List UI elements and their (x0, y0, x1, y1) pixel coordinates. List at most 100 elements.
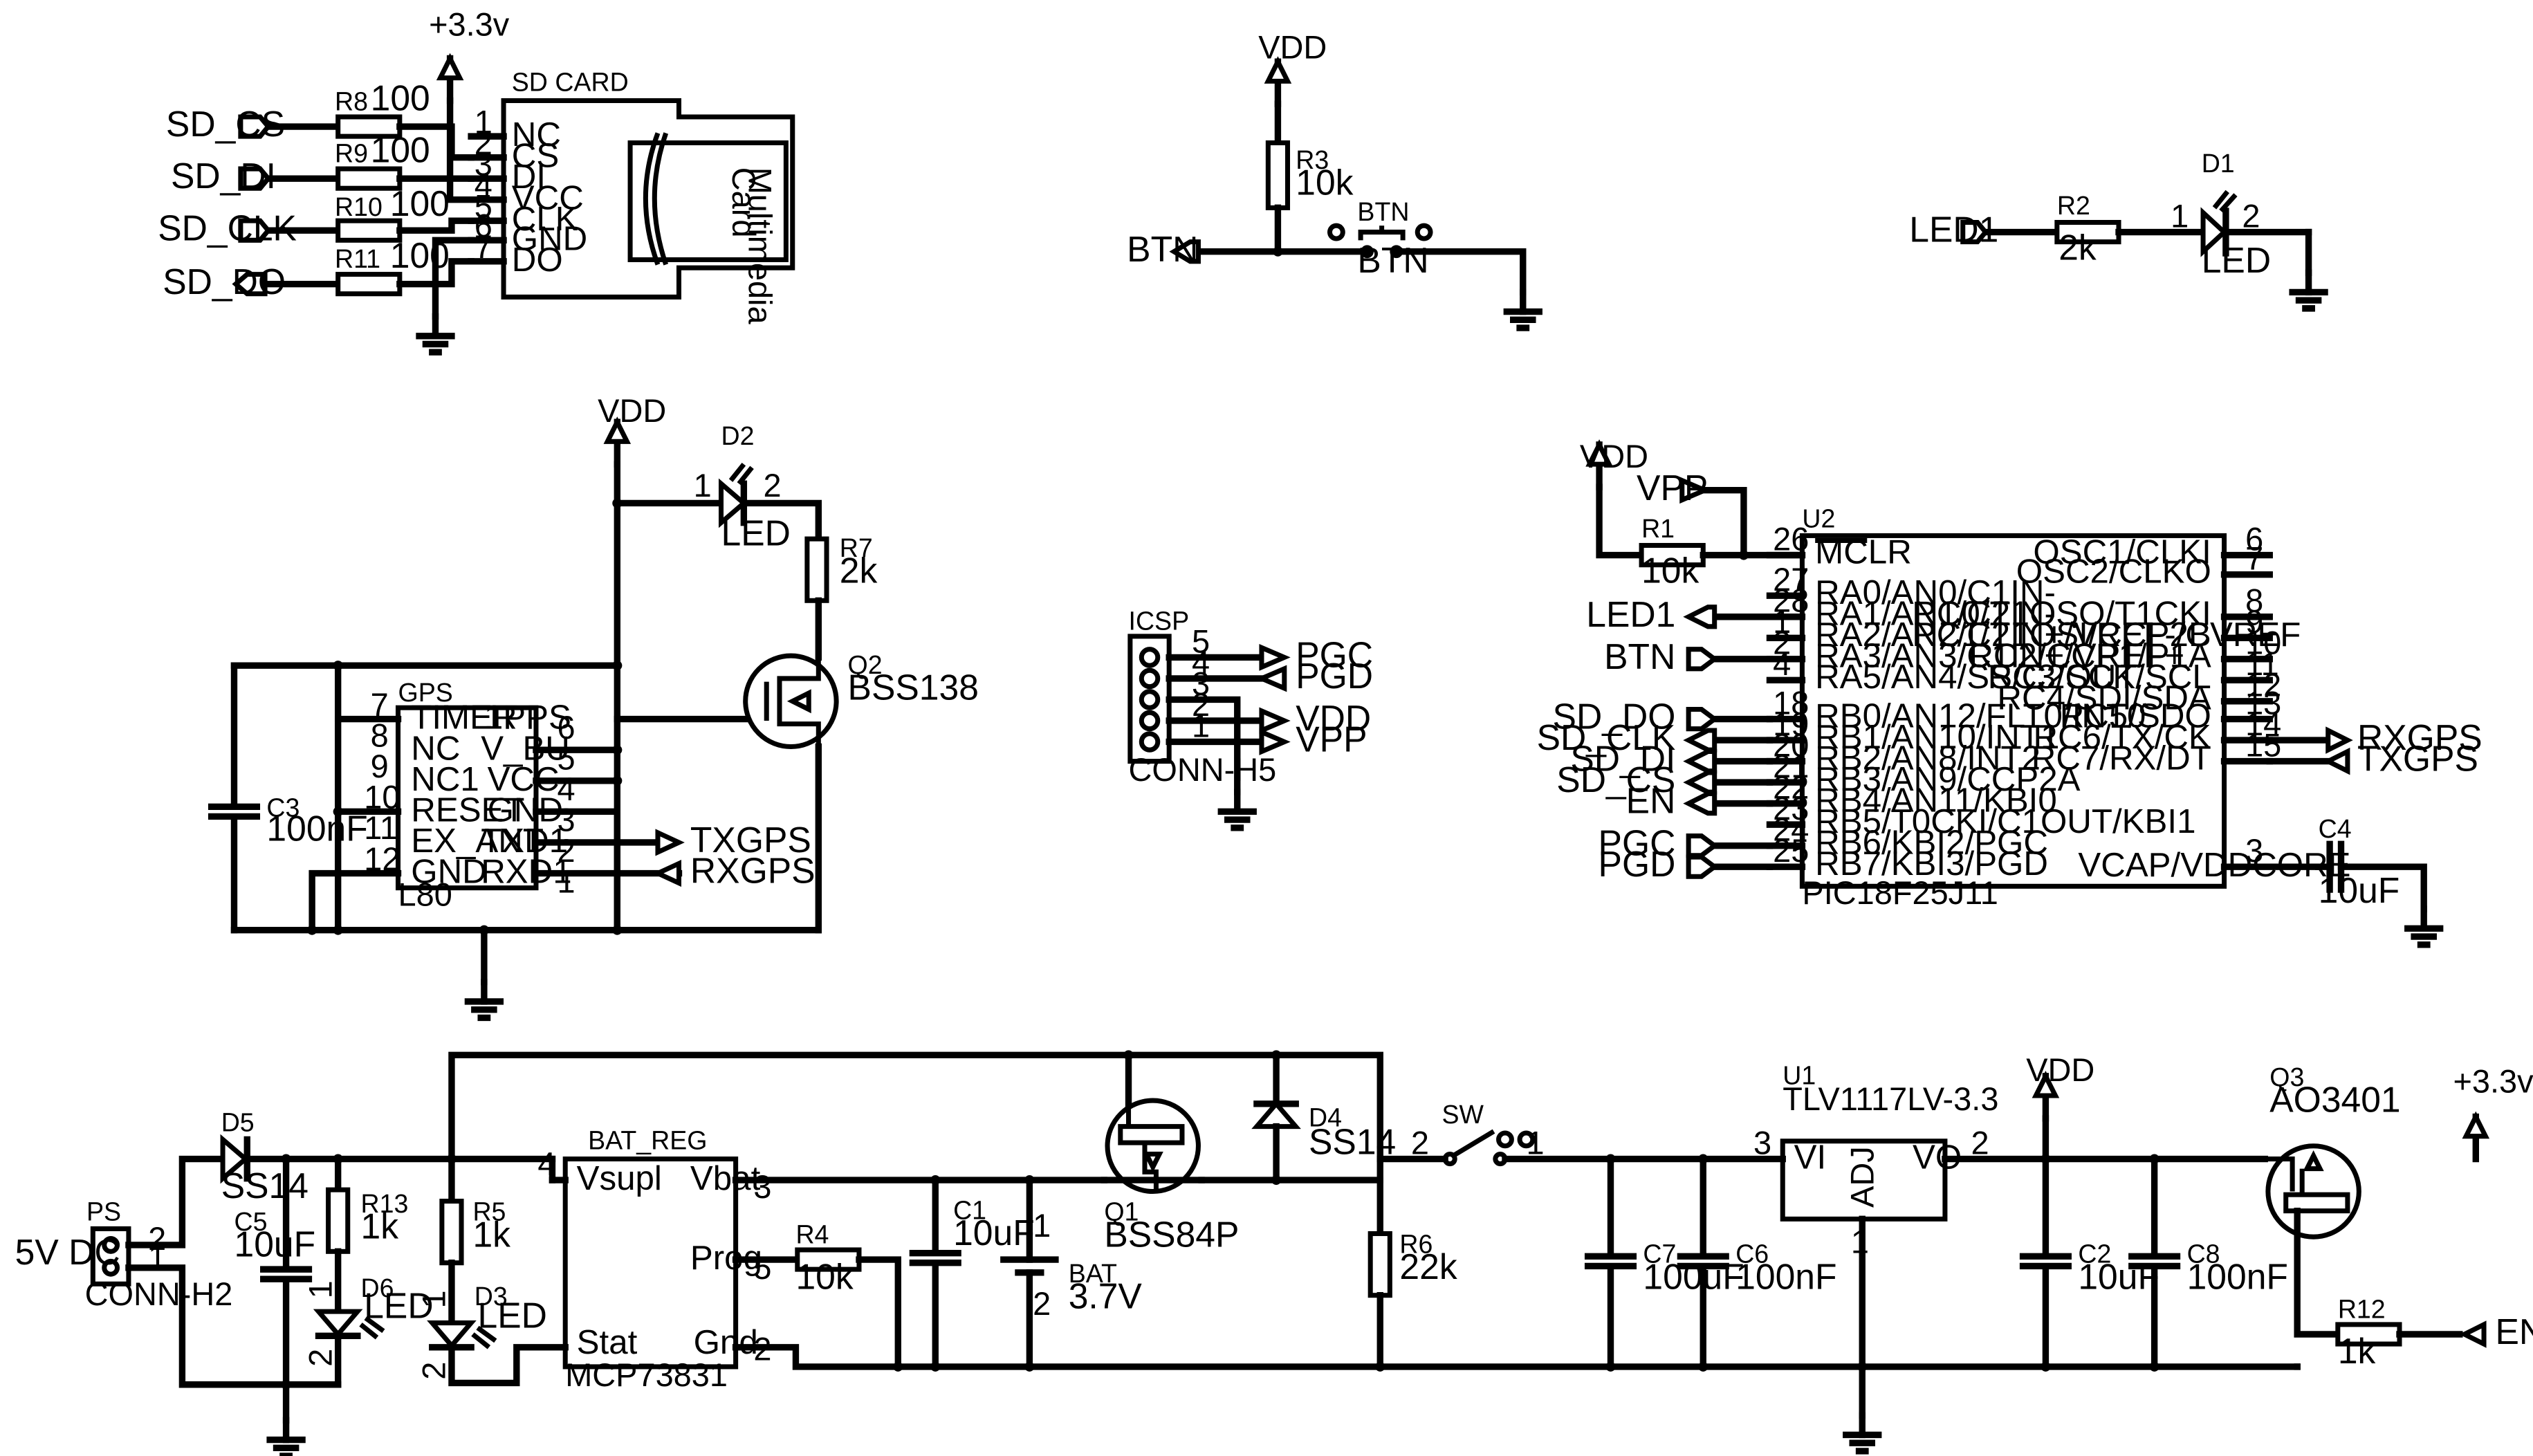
icsp-pin-num: 4 (1192, 645, 1210, 681)
mcu-pin-num: 2 (1773, 625, 1791, 661)
c2-value: 10uF (2078, 1256, 2159, 1296)
net-label: SD_CS (1556, 759, 1675, 800)
bat-reg-pin-num: 3 (753, 1169, 771, 1205)
bat-pin: 1 (1033, 1208, 1051, 1244)
d6-pin: 1 (302, 1280, 338, 1298)
net-label: PGD (1599, 844, 1676, 884)
u1-pin-vi: VI (1794, 1139, 1827, 1177)
mcu-pin-label: RB5/T0CKI/C1OUT/KBI1 (1815, 802, 2195, 840)
mcu-pin-num: 19 (1773, 706, 1809, 742)
mcu-pin-num: 13 (2245, 685, 2281, 721)
r10-ref: R10 (335, 192, 383, 221)
mcu-pin-num: 15 (2245, 728, 2281, 764)
c5-value: 10uF (234, 1224, 315, 1264)
sd-pin-cs: CS (512, 137, 559, 175)
mcu-pin-label: OSC2/CLKO (2016, 552, 2211, 590)
c7-ref: C7 (1643, 1240, 1676, 1269)
d2-value: LED (721, 513, 791, 553)
r12-ref: R12 (2338, 1295, 2386, 1324)
net-label-txgps: TXGPS (690, 820, 811, 860)
u2-part: PIC18F25J11 (1802, 875, 1998, 911)
net-label: BTN (1604, 636, 1675, 676)
net-arrow (2322, 747, 2350, 775)
c3-ref: C3 (266, 793, 300, 822)
d1-value: LED (2202, 240, 2271, 280)
mcu-pin-num: 22 (1773, 770, 1809, 806)
net-arrow (1683, 605, 1717, 629)
bat-reg-part: MCP73831 (565, 1357, 728, 1393)
icsp-pin-num: 3 (1192, 665, 1210, 701)
mcu-pin-num: 10 (2245, 625, 2281, 661)
sd-card-ref: SD CARD (512, 67, 629, 96)
net-label: TXGPS (2357, 739, 2478, 779)
gps-vdd-label: VDD (598, 393, 666, 429)
net-label: SD_DI (1570, 739, 1675, 779)
r1-value: 10k (1641, 550, 1699, 590)
d4-value: SS14 (1309, 1122, 1396, 1162)
mcu-pin-num: 6 (2245, 522, 2263, 557)
gps-part: L80 (398, 876, 452, 912)
c7-value: 100uF (1643, 1256, 1744, 1296)
r8-ref: R8 (335, 87, 368, 116)
c1-ref: C1 (953, 1195, 986, 1224)
net-arrow (1686, 647, 1719, 672)
net-label: PGC (1599, 823, 1676, 863)
gps-pin-num: 3 (557, 802, 575, 838)
net-label-pgc: PGC (1296, 634, 1373, 674)
sd-pin-num: 2 (475, 125, 492, 161)
btn-vdd-label: VDD (1258, 29, 1327, 65)
net-label-vdd: VDD (1296, 698, 1371, 738)
gps-pin-nc1: NC1 (411, 760, 479, 798)
net-label-pgd: PGD (1296, 656, 1373, 696)
r4-ref: R4 (795, 1220, 829, 1249)
sd-pin-num: 4 (475, 167, 492, 203)
icsp-pin-num: 5 (1192, 623, 1210, 659)
mcu-pin-num: 23 (1773, 791, 1809, 827)
r6-ref: R6 (1399, 1230, 1433, 1259)
net-label-btn: BTN (1127, 229, 1198, 269)
d2-pin: 1 (694, 468, 712, 504)
r1-ref: R1 (1641, 514, 1675, 543)
bat-reg-pin-stat: Stat (577, 1323, 638, 1361)
d1-pin2: 2 (2242, 199, 2260, 234)
mcu-pin-label: RB0/AN12/FLT0/INT0 (1815, 697, 2146, 735)
mcu-pin-num: 7 (2245, 541, 2263, 577)
mcu-pin-num: 25 (1773, 833, 1809, 869)
sd-card-block: +3.3v SD CARD Card Multimedia NC CS DI V… (158, 7, 795, 353)
r5-ref: R5 (472, 1197, 506, 1226)
gps-pin-num: 5 (557, 740, 575, 776)
u1-pin-adj: ADJ (1845, 1146, 1881, 1208)
net-arrow (1686, 706, 1719, 732)
gps-pin-num: 9 (371, 748, 389, 784)
net-arrow (1683, 728, 1717, 753)
sd-pin-stubs (468, 133, 507, 265)
d6-value: LED (364, 1286, 433, 1326)
v33-label: +3.3v (2453, 1063, 2533, 1099)
net-label-en: EN (2495, 1311, 2533, 1352)
mcu-pin-label: RC1/T1OSI/CCP2B (1912, 616, 2211, 654)
u1-ref: U1 (1783, 1061, 1816, 1090)
bat-reg-pin-vsupl: Vsupl (577, 1159, 662, 1197)
u1-pin-num: 3 (1753, 1125, 1771, 1161)
q2-ref: Q2 (848, 650, 883, 679)
mcu-pin-num: 3 (2245, 833, 2263, 869)
r7-value: 2k (840, 550, 878, 590)
sd-card-label-2: Multimedia (742, 167, 777, 325)
mcu-pin-label: RA2/AN2/C2IN+/VREF-/CVREF (1815, 616, 2301, 654)
mcu-pin-label: RB6/KBI2/PGC (1815, 823, 2048, 861)
mcu-pin-num: 26 (1773, 522, 1809, 557)
mcu-pin-num: 21 (1773, 748, 1809, 784)
bat-ref: BAT (1069, 1259, 1117, 1288)
net-label-vpp: VPP (1296, 719, 1367, 759)
mcu-pin-label: OSC1/CLKI (2033, 533, 2211, 571)
gps-pin-num: 6 (557, 710, 575, 746)
net-label: SD_CLK (1537, 717, 1676, 757)
r5-value: 1k (472, 1214, 510, 1254)
mcu-vdd-label: VDD (1580, 439, 1648, 474)
c8-value: 100nF (2187, 1256, 2288, 1296)
mcu-pin-label: RA1/AN1/C2IN- (1815, 594, 2056, 632)
u1-vdd-label: VDD (2026, 1052, 2094, 1088)
bat-pin: 2 (1033, 1286, 1051, 1322)
sd-pin-gnd: GND (512, 219, 587, 257)
